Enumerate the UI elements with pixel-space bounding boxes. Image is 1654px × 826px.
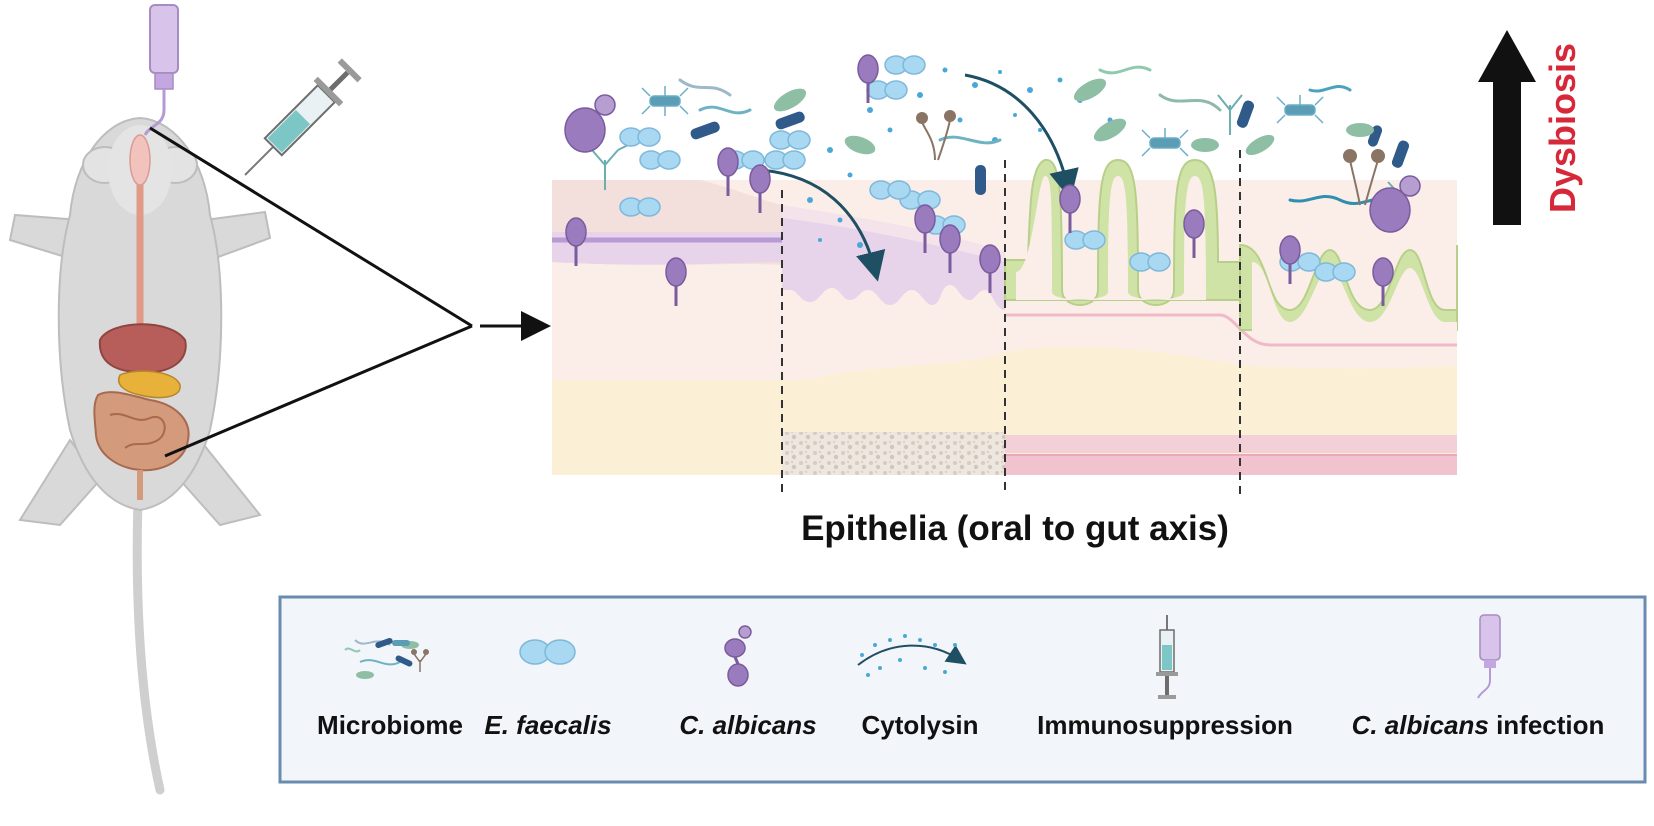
mouse-stomach (118, 370, 181, 399)
legend-label-infection-species: C. albicans (1352, 710, 1489, 740)
inoculation-bottle-icon (1477, 614, 1501, 699)
cytolysin-arrow-1 (759, 168, 886, 282)
zoom-line-lower (164, 324, 473, 458)
legend-label-c-albicans: C. albicans (679, 710, 816, 740)
microbiome-icon (344, 637, 429, 679)
legend-label-infection: C. albicans infection (1352, 710, 1605, 740)
muscularis-band-1 (1005, 435, 1457, 453)
esophageal-epithelium (782, 205, 1005, 310)
cytolysin-arrow-2 (964, 73, 1079, 200)
mouse-liver (98, 323, 187, 374)
syringe-icon (1156, 615, 1178, 699)
legend-label-immunosuppression: Immunosuppression (1037, 710, 1293, 740)
c-albicans-cells (565, 54, 1394, 306)
oral-mucosa-purple (552, 232, 782, 265)
c-albicans-icon (724, 625, 752, 687)
gavage-bottle-icon (143, 4, 179, 136)
epithelia-panel: Dysbiosis Epithelia (oral to gut axis) (552, 30, 1583, 548)
legend-box: Microbiome E. faecalis C. albicans Cytol… (278, 595, 1647, 784)
mouse-tail (132, 495, 165, 795)
rod-bacteria (690, 78, 1410, 195)
basement-line-2 (1219, 313, 1457, 347)
colon-crypt-core (1252, 262, 1457, 335)
legend-label-e-faecalis: E. faecalis (484, 710, 611, 740)
spiky-bacteria (641, 86, 1324, 157)
legend-label-cytolysin: Cytolysin (861, 710, 978, 740)
mouse-intestines (93, 391, 190, 472)
muscularis-band-2 (1005, 456, 1457, 475)
mouse-illustration (8, 4, 551, 795)
mouse-oral-cavity (129, 134, 151, 186)
mold-sporangia (916, 110, 1385, 206)
syringe-icon-large (244, 58, 362, 176)
budding-yeast (564, 94, 1421, 233)
legend-label-microbiome: Microbiome (317, 710, 463, 740)
mouse-intestine-folds (109, 412, 166, 449)
zoom-line-upper (149, 126, 473, 328)
dysbiosis-label: Dysbiosis (1542, 43, 1583, 213)
villi-core (1016, 176, 1206, 300)
e-faecalis-icon (519, 639, 576, 665)
epithelia-axis-label: Epithelia (oral to gut axis) (801, 509, 1229, 548)
submucosa-wave (552, 346, 1457, 390)
muscularis-speckle (782, 432, 1005, 475)
legend-label-infection-rest: infection (1489, 710, 1605, 740)
cytolysin-icon (857, 634, 967, 677)
dysbiosis-arrow (1478, 30, 1536, 225)
